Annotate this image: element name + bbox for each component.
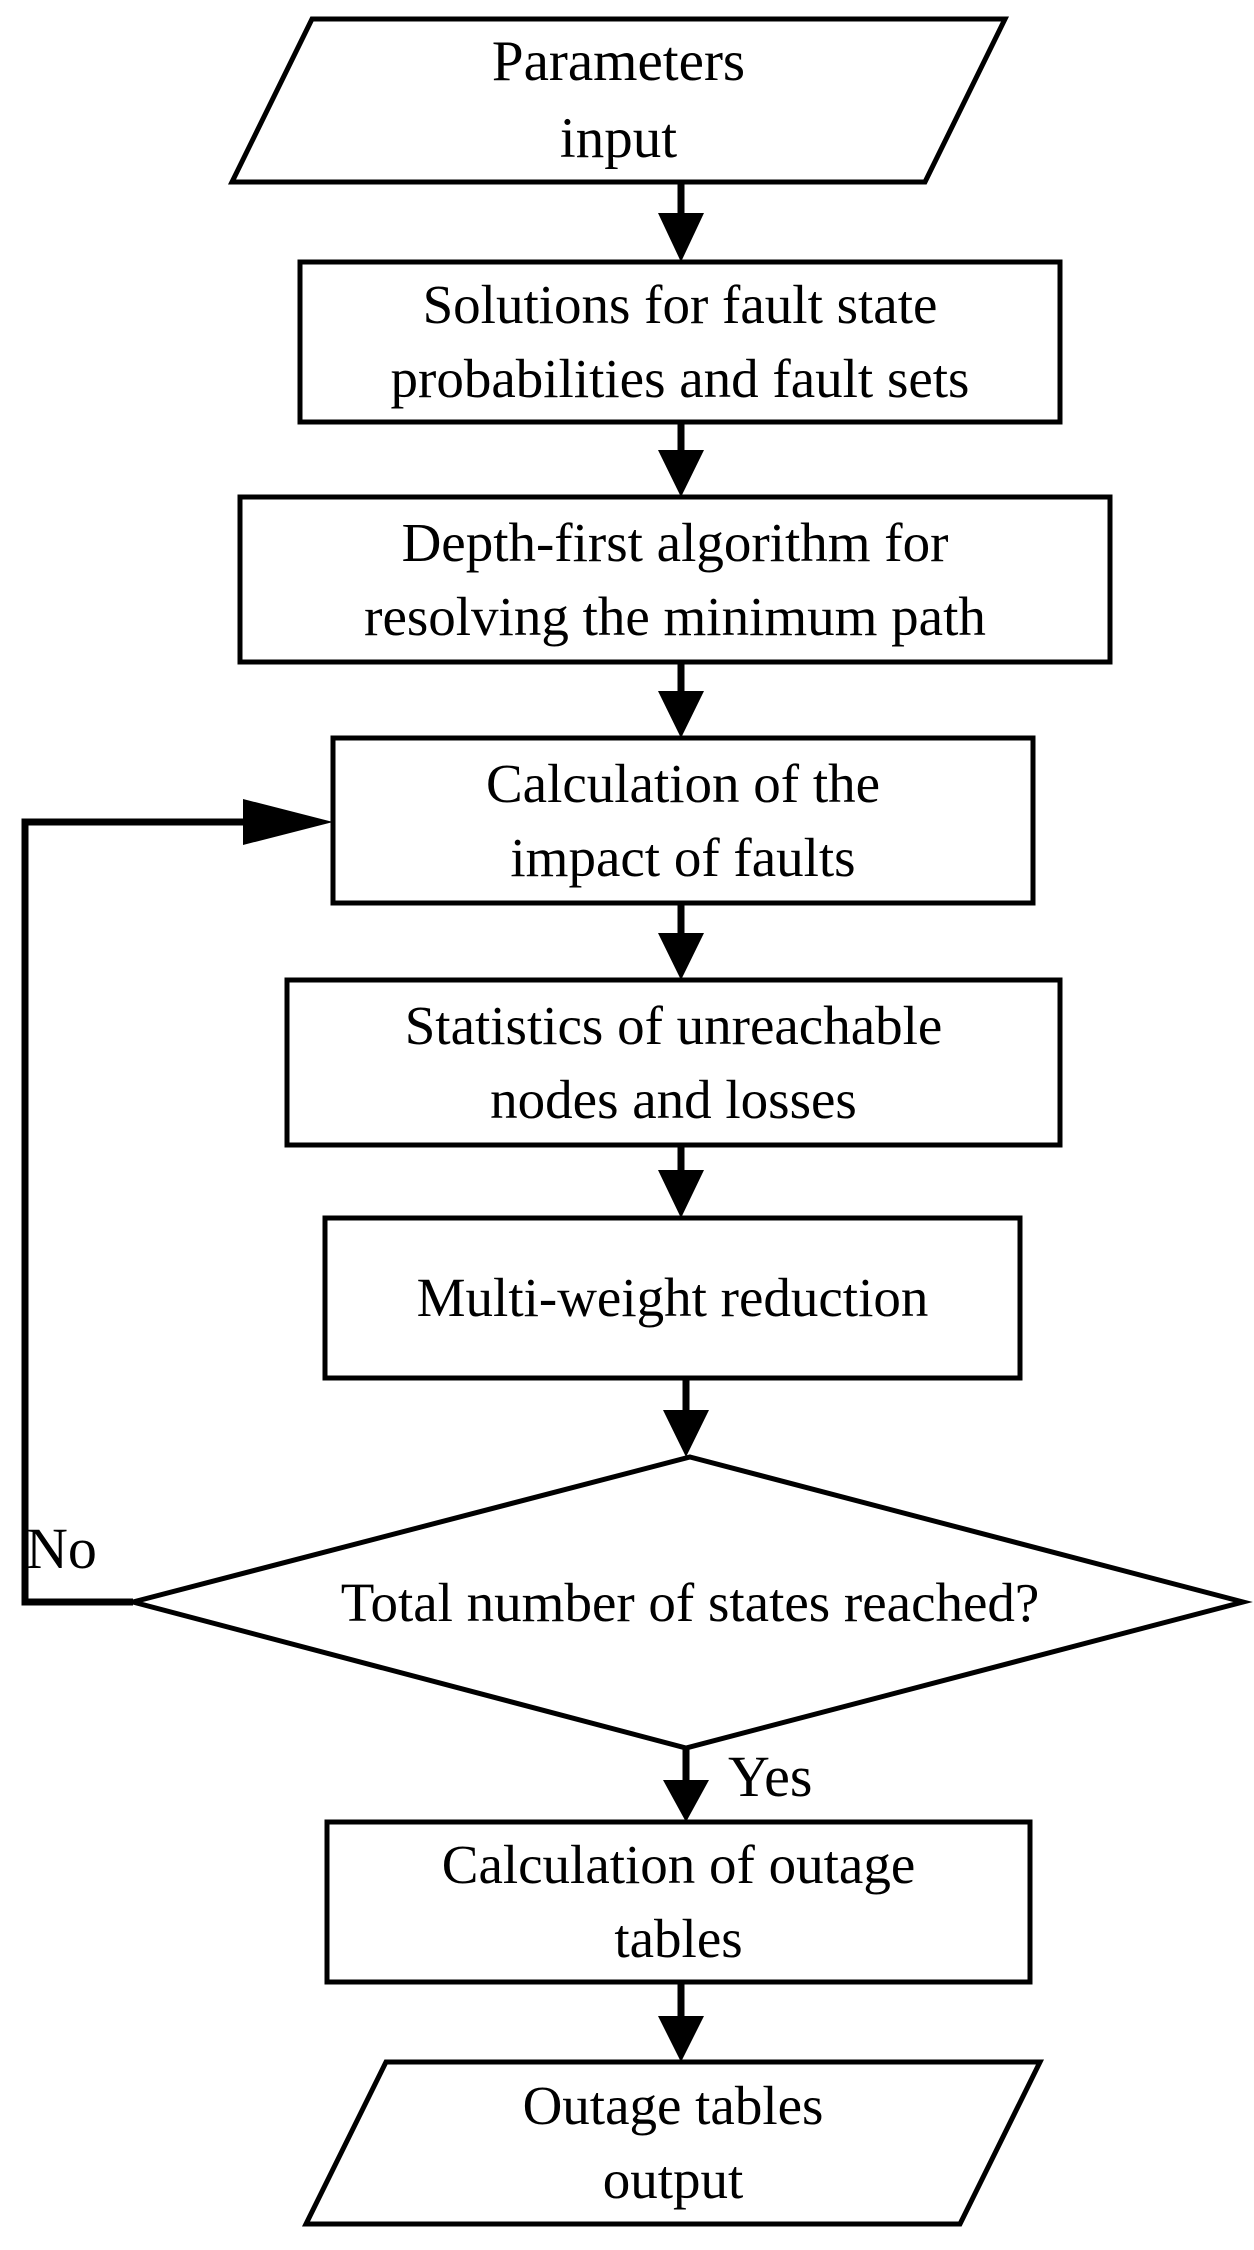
shape-multi-weight-reduction[interactable]	[322, 1215, 1023, 1381]
shape-outage-tables-output[interactable]	[301, 2059, 1045, 2227]
connector-decision-no-loopback	[21, 799, 333, 1606]
shape-fault-state-solutions[interactable]	[297, 259, 1063, 425]
shape-depth-first-algorithm[interactable]	[237, 494, 1113, 665]
connector-outage-calc-to-output	[658, 1982, 704, 2062]
shape-states-reached-decision[interactable]	[123, 1454, 1253, 1751]
connector-depthfirst-to-impact	[658, 662, 704, 738]
shape-parameters-input[interactable]	[227, 16, 1010, 185]
connector-decision-yes-to-outage-calc	[663, 1748, 709, 1822]
edge-label-yes: Yes	[728, 1744, 813, 1809]
edge-label-no: No	[26, 1516, 97, 1581]
shape-unreachable-statistics[interactable]	[284, 977, 1063, 1148]
connector-solutions-to-depthfirst	[658, 422, 704, 497]
shape-outage-tables-calculation[interactable]	[324, 1819, 1033, 1985]
connector-impact-to-statistics	[658, 903, 704, 980]
shape-fault-impact-calculation[interactable]	[330, 735, 1036, 906]
connector-reduction-to-decision	[663, 1378, 709, 1457]
connector-input-to-solutions	[658, 182, 704, 262]
connector-statistics-to-reduction	[658, 1145, 704, 1218]
